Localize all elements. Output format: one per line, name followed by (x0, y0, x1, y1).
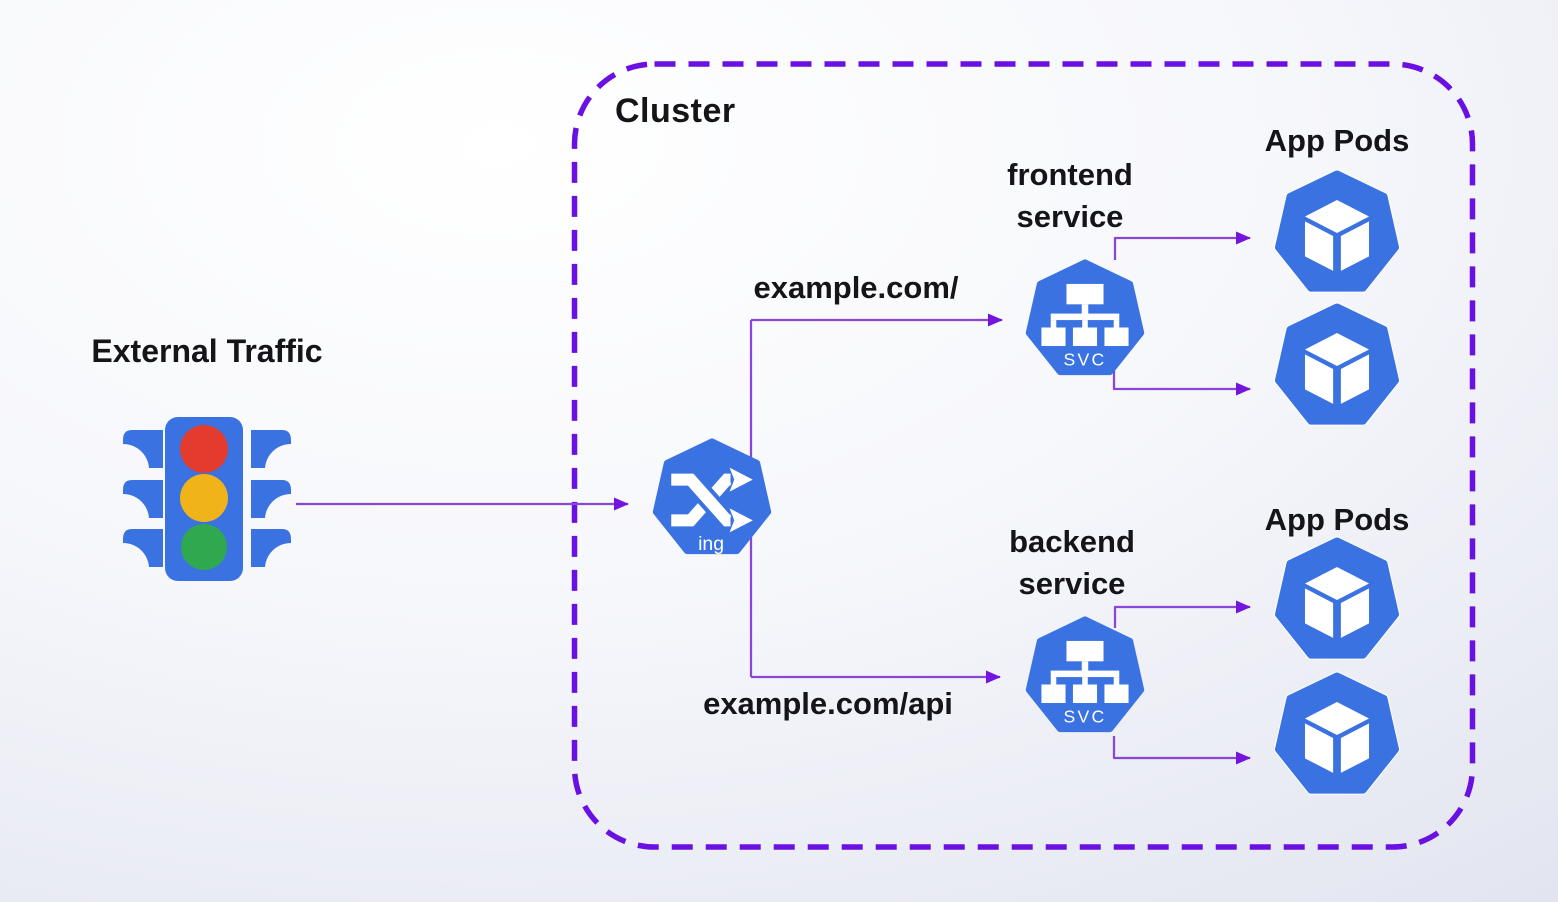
frontend-service-badge: SVC (1063, 349, 1106, 369)
arrow-frontend-service-to-pod-2 (1112, 368, 1251, 396)
frontend-pod-icon-2 (1274, 302, 1400, 426)
backend-service-label: backend service (1009, 524, 1135, 601)
ingress-badge-label: ing (698, 533, 724, 555)
service-tree-glyph (1041, 283, 1129, 347)
external-traffic-label: External Traffic (91, 333, 323, 369)
cluster-label: Cluster (615, 92, 736, 130)
service-tree-glyph (1041, 640, 1129, 704)
backend-service-icon: SVC (1025, 616, 1145, 733)
traffic-light-right-wings (251, 430, 291, 567)
arrow-frontend-service-to-pod-1 (1113, 231, 1251, 260)
pod-cube-glyph (1304, 200, 1370, 271)
traffic-light-red (180, 425, 228, 473)
traffic-light-yellow (180, 474, 228, 522)
app-pods-label-backend: App Pods (1264, 502, 1410, 537)
traffic-light-left-wings (123, 430, 163, 567)
backend-pod-icon-2 (1274, 671, 1400, 795)
route-label-frontend: example.com/ (753, 270, 959, 305)
frontend-service-icon: SVC (1025, 259, 1145, 376)
pod-cube-glyph (1304, 567, 1370, 638)
backend-service-badge: SVC (1063, 706, 1106, 726)
backend-pod-icon-1 (1274, 536, 1400, 660)
pod-cube-glyph (1304, 333, 1370, 404)
arrow-backend-service-to-pod-1 (1113, 600, 1251, 628)
traffic-light-icon (123, 417, 291, 581)
ingress-icon: ing (652, 438, 772, 555)
frontend-pod-icon-1 (1274, 169, 1400, 293)
traffic-light-green (181, 524, 227, 570)
arrow-backend-service-to-pod-2 (1112, 736, 1251, 765)
app-pods-label-frontend: App Pods (1264, 123, 1410, 158)
pod-cube-glyph (1304, 702, 1370, 773)
frontend-service-label: frontend service (1007, 157, 1133, 234)
cluster-boundary (571, 61, 1476, 850)
route-label-backend: example.com/api (703, 686, 953, 721)
shuffle-arrows-glyph (671, 467, 753, 533)
